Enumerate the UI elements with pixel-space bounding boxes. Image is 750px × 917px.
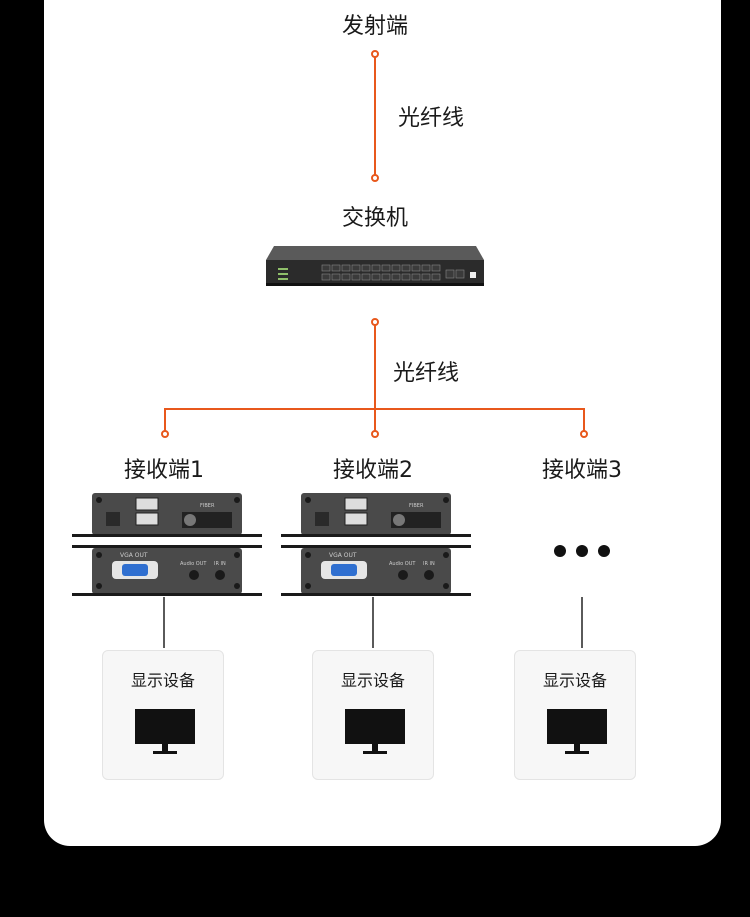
connector-dot: [371, 318, 379, 326]
display-label: 显示设备: [340, 671, 405, 690]
display-card-2: 显示设备: [312, 650, 434, 780]
display-card-3: 显示设备: [514, 650, 636, 780]
fiber-label-bottom: 光纤线: [393, 361, 460, 386]
transmitter-label: 发射端: [341, 14, 409, 39]
ellipsis-icon: [554, 545, 610, 557]
receiver-2-label: 接收端2: [333, 458, 413, 483]
svg-text:VGA OUT: VGA OUT: [329, 552, 357, 559]
connector-dot: [371, 50, 379, 58]
connector-dot: [161, 430, 169, 438]
monitor-icon: [345, 709, 405, 754]
svg-text:Audio OUT: Audio OUT: [389, 561, 416, 567]
connector-dot: [371, 174, 379, 182]
display-card-1: 显示设备: [102, 650, 224, 780]
switch-device-icon: [266, 246, 484, 286]
svg-text:FIBER: FIBER: [200, 503, 215, 509]
receiver-device-icon: FIBER VGA OUT Audio OUT IR IN: [281, 493, 471, 596]
receiver-1-label: 接收端1: [124, 458, 204, 483]
connector-dot: [371, 430, 379, 438]
display-label: 显示设备: [130, 671, 195, 690]
svg-text:VGA OUT: VGA OUT: [120, 552, 148, 559]
svg-text:Audio OUT: Audio OUT: [180, 561, 207, 567]
switch-label: 交换机: [341, 206, 409, 231]
svg-text:IR IN: IR IN: [423, 561, 435, 567]
monitor-icon: [135, 709, 195, 754]
receiver-3-label: 接收端3: [542, 458, 622, 483]
receiver-device-icon: FIBER VGA OUT Audio OUT IR IN: [72, 493, 262, 596]
svg-text:IR IN: IR IN: [214, 561, 226, 567]
fiber-label-top: 光纤线: [398, 106, 465, 131]
svg-text:FIBER: FIBER: [409, 503, 424, 509]
display-label: 显示设备: [542, 671, 607, 690]
fiber-branch: [164, 408, 585, 434]
connector-dot: [580, 430, 588, 438]
monitor-icon: [547, 709, 607, 754]
